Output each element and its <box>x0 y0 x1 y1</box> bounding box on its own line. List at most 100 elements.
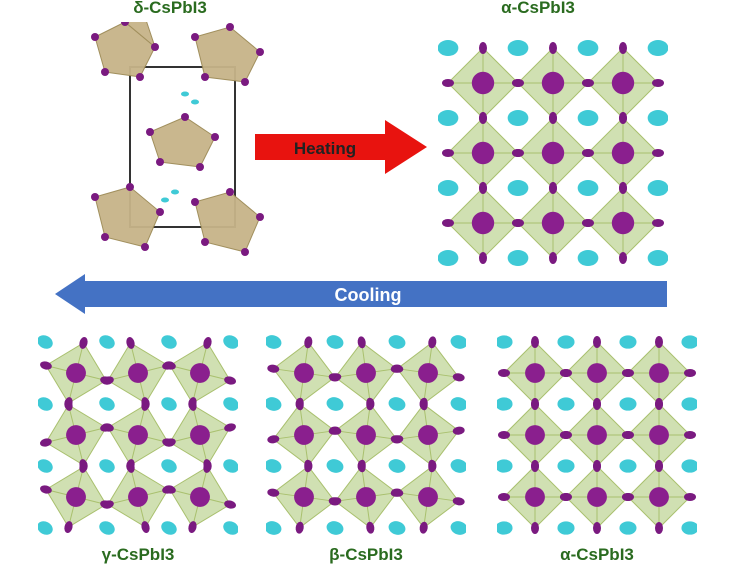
cesium-atom <box>38 397 53 411</box>
lead-atom <box>66 363 86 383</box>
iodine-atom <box>619 252 627 264</box>
iodine-atom <box>203 337 212 349</box>
cesium-atom <box>266 521 282 535</box>
cesium-atom <box>161 521 177 535</box>
cesium-atom <box>497 459 513 473</box>
lead-atom <box>611 211 635 235</box>
cesium-atom <box>577 39 599 57</box>
cesium-atom <box>161 335 177 349</box>
iodine-atom <box>593 336 601 348</box>
lead-atom <box>190 425 210 445</box>
iodine-atom <box>479 182 487 194</box>
cesium-atom <box>388 397 406 411</box>
iodine-atom <box>452 497 465 506</box>
iodine-atom <box>40 361 52 370</box>
cesium-atom <box>681 335 697 349</box>
iodine-atom <box>582 79 594 87</box>
alpha-phase-structure-bottom <box>497 335 697 535</box>
iodine-atom <box>357 460 366 473</box>
cesium-atom <box>557 335 575 349</box>
iodine-atom <box>164 485 176 494</box>
iodine-atom <box>442 149 454 157</box>
iodine-atom <box>224 423 236 432</box>
cesium-atom <box>497 521 513 535</box>
iodine-atom <box>549 112 557 124</box>
lead-atom <box>541 211 565 235</box>
iodine-atom <box>267 364 280 373</box>
cesium-atom <box>450 459 466 473</box>
iodine-atom <box>549 252 557 264</box>
cesium-atom <box>557 521 575 535</box>
cesium-atom <box>38 335 53 349</box>
cesium-atom <box>38 459 53 473</box>
lead-atom <box>587 363 607 383</box>
cesium-atom <box>266 397 282 411</box>
iodine-atom <box>622 493 634 501</box>
iodine-atom <box>479 112 487 124</box>
lead-atom <box>356 487 376 507</box>
iodine-atom <box>498 369 510 377</box>
cesium-atom <box>99 521 115 535</box>
iodine-atom <box>40 485 52 494</box>
iodine-atom <box>655 398 663 410</box>
lead-atom <box>587 425 607 445</box>
iodine-atom <box>593 522 601 534</box>
gamma-phase-structure <box>38 335 238 535</box>
iodine-atom <box>442 219 454 227</box>
iodine-atom <box>655 460 663 472</box>
iodine-atom <box>141 521 150 533</box>
iodine-atom <box>304 460 313 473</box>
iodine-atom <box>126 337 135 349</box>
cesium-atom <box>619 521 637 535</box>
iodine-atom <box>224 500 236 509</box>
cesium-atom <box>266 335 282 349</box>
iodine-atom <box>79 461 88 473</box>
cesium-atom <box>99 335 115 349</box>
iodine-atom <box>512 219 524 227</box>
iodine-atom <box>512 79 524 87</box>
cesium-atom <box>507 109 529 127</box>
lead-atom <box>649 487 669 507</box>
iodine-atom <box>582 219 594 227</box>
iodine-atom <box>428 460 437 473</box>
cesium-atom <box>388 459 406 473</box>
iodine-atom <box>549 182 557 194</box>
lead-atom <box>649 363 669 383</box>
cesium-atom <box>681 459 697 473</box>
iodine-atom <box>391 364 404 373</box>
cooling-arrow: Cooling <box>55 274 667 314</box>
iodine-atom <box>560 369 572 377</box>
cesium-atom <box>577 249 599 267</box>
lead-atom <box>66 425 86 445</box>
cesium-atom <box>326 397 344 411</box>
cesium-atom <box>326 459 344 473</box>
iodine-atom <box>419 521 428 534</box>
iodine-atom <box>102 423 114 432</box>
iodine-atom <box>164 438 176 447</box>
iodine-atom <box>619 112 627 124</box>
iodine-atom <box>329 373 342 382</box>
iodine-atom <box>560 431 572 439</box>
cesium-atom <box>619 459 637 473</box>
cesium-atom <box>681 397 697 411</box>
lead-atom <box>356 363 376 383</box>
cesium-atom <box>647 249 668 267</box>
cesium-atom <box>507 179 529 197</box>
lead-atom <box>525 487 545 507</box>
cesium-atom <box>438 249 459 267</box>
cesium-atom <box>438 179 459 197</box>
cesium-atom <box>647 179 668 197</box>
iodine-atom <box>224 376 236 385</box>
cesium-atom <box>497 397 513 411</box>
iodine-atom <box>126 461 135 473</box>
cesium-atom <box>161 459 177 473</box>
iodine-atom <box>203 461 212 473</box>
cesium-atom <box>438 109 459 127</box>
lead-atom <box>190 487 210 507</box>
iodine-atom <box>79 337 88 349</box>
lead-atom <box>525 363 545 383</box>
delta-phase-structure <box>85 22 275 267</box>
iodine-atom <box>102 500 114 509</box>
iodine-atom <box>164 361 176 370</box>
iodine-atom <box>452 373 465 382</box>
